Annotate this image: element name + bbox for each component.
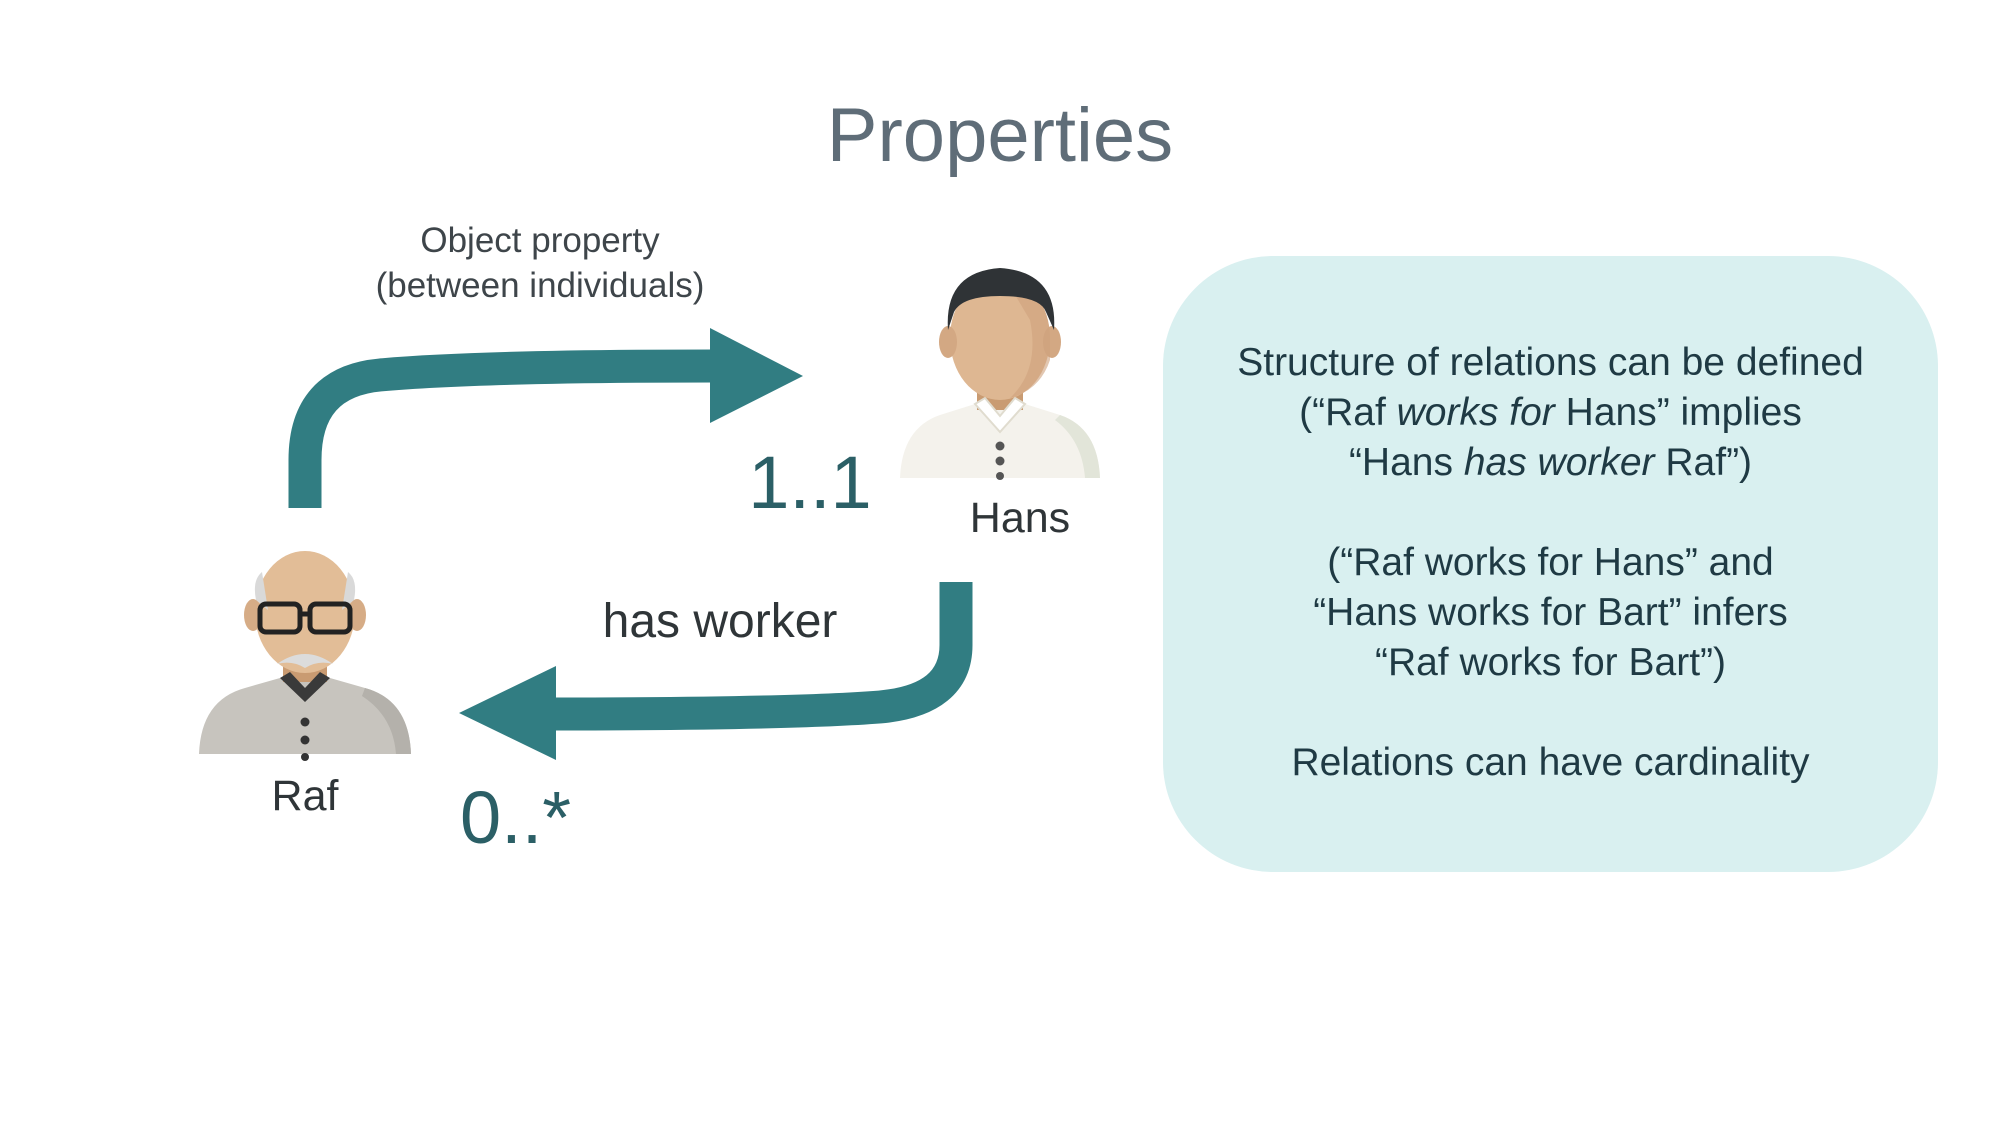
object-property-arrow [288,328,803,508]
info-p3-line1: Relations can have cardinality [1291,741,1810,784]
object-property-arrow-shaft [288,349,716,508]
info-p1-line1: Structure of relations can be defined [1237,341,1864,384]
info-p1-line3-em: has worker [1463,441,1655,484]
info-p2-line3: “Raf works for Bart”) [1374,641,1727,684]
info-p1-line3-a: “Hans [1348,441,1464,484]
info-p1-line2-a: (“Raf [1299,391,1397,434]
has-worker-arrow [459,582,973,760]
cardinality-bottom: 0..* [460,776,572,859]
has-worker-arrow-head [459,666,556,760]
cardinality-top: 1..1 [748,441,872,524]
hans-name-label: Hans [969,494,1071,542]
object-property-label-line2: (between individuals) [375,266,705,305]
info-gap [1163,688,1938,738]
hans-avatar-icon [900,268,1100,480]
raf-avatar-icon [199,551,411,761]
has-worker-label: has worker [602,595,838,648]
info-gap [1163,488,1938,538]
info-p1-line3-b: Raf”) [1654,441,1753,484]
info-p1-line2-b: Hans” implies [1554,391,1802,434]
page-title: Properties [826,93,1174,178]
info-p2-line2: “Hans works for Bart” infers [1313,591,1788,634]
info-p1-line2-em: works for [1396,391,1555,434]
info-box: Structure of relations can be defined (“… [1163,256,1938,872]
raf-name-label: Raf [271,772,339,820]
object-property-arrow-head [710,328,803,423]
has-worker-arrow-shaft [547,582,973,731]
info-p1-line3: “Hans has worker Raf”) [1163,438,1938,488]
info-p2-line1: (“Raf works for Hans” and [1327,541,1774,584]
info-p1-line2: (“Raf works for Hans” implies [1163,388,1938,438]
object-property-label: Object property (between individuals) [300,218,780,308]
object-property-label-line1: Object property [420,221,660,260]
